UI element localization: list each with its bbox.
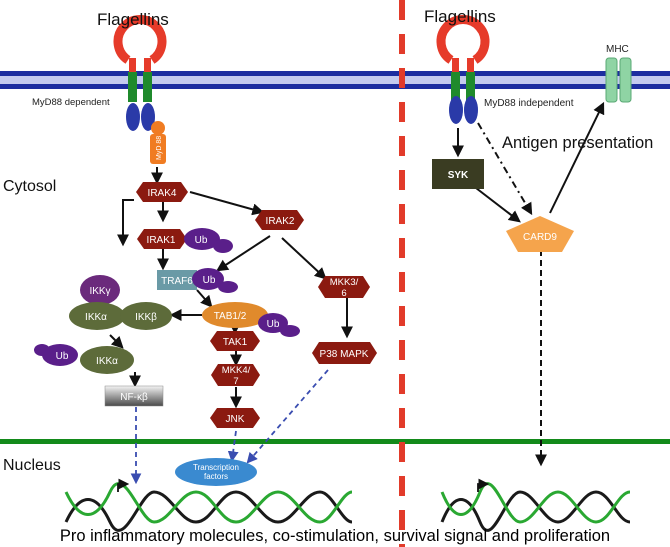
antigen-presentation-label: Antigen presentation [502,134,653,152]
svg-text:IKKβ: IKKβ [135,312,157,323]
svg-text:factors: factors [204,472,228,481]
tlr5-receptor-left [113,15,167,131]
myd88-independent-label: MyD88 independent [484,98,574,109]
svg-text:MKK3/: MKK3/ [330,277,359,288]
svg-text:IKKα: IKKα [85,312,107,323]
nucleus-label: Nucleus [3,457,61,474]
cytosol-label: Cytosol [3,178,56,195]
svg-text:6: 6 [341,288,346,299]
svg-text:Transcription: Transcription [193,463,239,472]
svg-text:CARD9: CARD9 [523,232,557,243]
svg-text:7: 7 [233,376,238,387]
signal-arrows-right [452,101,605,467]
irak4-node: IRAK4 [136,182,188,202]
svg-text:TAB1/2: TAB1/2 [214,311,247,322]
traf6-node: TRAF6 [157,270,197,290]
svg-text:NF-κβ: NF-κβ [120,392,148,403]
svg-text:IKKα: IKKα [96,356,118,367]
svg-text:MKK4/: MKK4/ [222,365,251,376]
svg-text:IRAK1: IRAK1 [147,235,176,246]
footer-caption: Pro inflammatory molecules, co-stimulati… [60,527,610,545]
myd88-adapter: MyD 88 [150,121,166,164]
tab12-node: TAB1/2 [202,302,268,328]
svg-text:Ub: Ub [195,235,208,246]
irak2-node: IRAK2 [255,210,304,230]
svg-text:TAK1: TAK1 [223,337,248,348]
nuclear-membrane [0,439,670,444]
svg-text:P38 MAPK: P38 MAPK [320,349,369,360]
nuclear-translocation-arrows [130,369,329,485]
jnk-node: JNK [210,408,260,428]
flagellins-label-right: Flagellins [424,7,496,26]
svg-text:IRAK4: IRAK4 [148,188,177,199]
svg-text:SYK: SYK [448,170,469,181]
signal-arrows-left [109,167,353,409]
svg-text:TRAF6: TRAF6 [161,276,193,287]
ub-traf6: Ub [192,268,238,293]
card9-node: CARD9 [506,216,574,252]
nfkb-node: NF-κβ [104,385,164,407]
cell-membrane [0,71,670,89]
svg-text:Ub: Ub [203,275,216,286]
flagellins-label-left: Flagellins [97,10,169,29]
syk-node: SYK [432,159,484,189]
ikk-alpha-node: IKKα [69,302,125,330]
transcription-factors-node: Transcription factors [175,458,257,486]
ikk-beta-node: IKKβ [120,302,172,330]
dna-left [64,478,353,532]
svg-text:IKKγ: IKKγ [89,286,110,297]
mhc-label: MHC [606,44,629,55]
myd88-dependent-label: MyD88 dependent [32,97,110,108]
ikk-gamma-node: IKKγ [80,275,120,305]
mkk36-node: MKK3/ 6 [318,276,370,299]
mhc-molecule [605,57,632,103]
svg-text:Ub: Ub [56,351,69,362]
svg-text:JNK: JNK [226,414,245,425]
tak1-node: TAK1 [210,331,260,351]
myd88-label: MyD 88 [156,136,163,160]
ub-tab: Ub [258,313,300,337]
irak1-node: IRAK1 [137,229,187,249]
svg-text:IRAK2: IRAK2 [266,216,295,227]
p38-mapk-node: P38 MAPK [312,342,377,364]
ub-irak1: Ub [184,228,233,253]
svg-text:Ub: Ub [267,319,280,330]
mkk47-node: MKK4/ 7 [211,364,260,387]
tlr5-receptor-right [436,15,490,124]
dna-right [440,478,631,532]
ikk-alpha-lower-node: IKKα [80,346,134,374]
ub-ikk-alpha: Ub [34,344,78,366]
